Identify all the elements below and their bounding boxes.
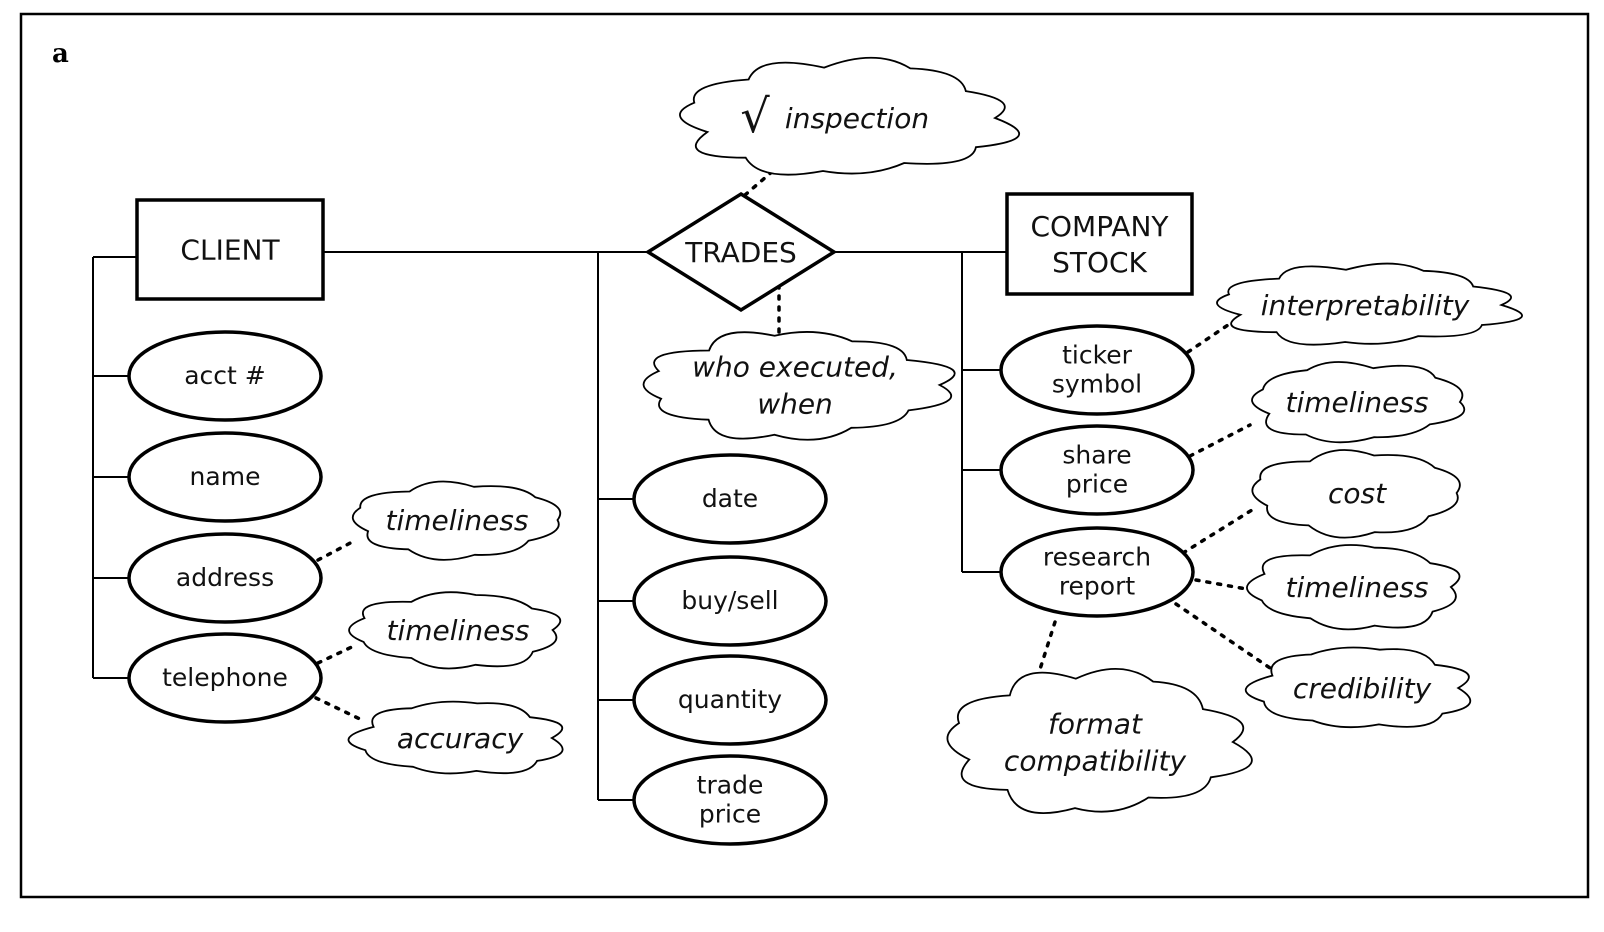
attribute-label: date (702, 484, 758, 513)
entity-client (135, 198, 325, 301)
quality-label: timeliness (387, 614, 530, 647)
entity-label: COMPANY (1030, 210, 1169, 243)
quality-link (1194, 578, 1254, 592)
quality-label: who executed, (692, 351, 898, 384)
relationship-label: TRADES (684, 236, 797, 269)
attribute-label: report (1059, 572, 1136, 601)
attribute-address (127, 532, 323, 624)
entity-label: STOCK (1052, 246, 1147, 279)
quality-label: timeliness (386, 504, 529, 537)
quality-label: format (1048, 708, 1143, 741)
quality-label: inspection (785, 102, 929, 135)
attribute-ticker-symbol (999, 324, 1195, 416)
attribute-label: address (176, 563, 274, 592)
quality-label: credibility (1293, 672, 1432, 705)
quality-cloud-address-timeliness (351, 480, 562, 561)
attribute-trade-price (632, 754, 828, 846)
quality-label: cost (1328, 477, 1387, 510)
quality-cloud-inspection (679, 56, 1020, 176)
quality-cloud-report-credibility (1244, 646, 1472, 729)
attribute-telephone (127, 632, 323, 724)
attribute-name (127, 431, 323, 523)
attribute-label: ticker (1062, 341, 1132, 370)
relationship-trades (644, 191, 838, 313)
attribute-label: buy/sell (681, 586, 778, 615)
quality-cloud-report-cost (1251, 449, 1461, 539)
quality-cloud-telephone-timeliness (348, 591, 562, 670)
quality-label: interpretability (1261, 289, 1470, 322)
attribute-research-report (999, 526, 1195, 618)
figure-frame (19, 12, 1590, 899)
quality-label: compatibility (1004, 745, 1187, 778)
quality-link (316, 538, 358, 562)
entity-company-stock (1005, 192, 1194, 296)
quality-label: timeliness (1286, 386, 1429, 419)
quality-cloud-telephone-accuracy (347, 700, 564, 775)
quality-cloud-ticker-interpretability (1216, 262, 1523, 346)
attribute-share-price (999, 424, 1195, 516)
attribute-label: symbol (1052, 370, 1142, 399)
quality-link (1186, 323, 1230, 354)
panel-label: a (52, 39, 69, 69)
quality-link (1174, 602, 1272, 670)
quality-link (316, 643, 358, 665)
attribute-quantity (632, 654, 828, 746)
quality-label: accuracy (397, 722, 524, 755)
attribute-label: name (190, 462, 261, 491)
attribute-label: research (1043, 543, 1151, 572)
quality-link (314, 696, 364, 722)
attribute-label: share (1062, 441, 1131, 470)
quality-cloud-share-price-timeliness (1251, 361, 1466, 444)
quality-label: timeliness (1286, 571, 1429, 604)
attribute-acct (127, 330, 323, 422)
quality-cloud-report-timeliness (1246, 544, 1461, 631)
attribute-label: price (699, 800, 761, 829)
attribute-label: price (1066, 470, 1128, 499)
quality-link (1188, 423, 1252, 458)
check-mark-icon: √ (740, 89, 770, 143)
quality-label: when (757, 388, 833, 421)
attribute-date (632, 453, 828, 545)
entity-label: CLIENT (180, 234, 280, 267)
attribute-label: quantity (678, 685, 782, 714)
attribute-label: acct # (184, 361, 266, 390)
quality-cloud-who-executed (642, 331, 956, 441)
quality-cloud-report-format (946, 668, 1253, 814)
attribute-label: trade (697, 771, 764, 800)
attribute-buy-sell (632, 555, 828, 647)
attribute-label: telephone (162, 663, 288, 692)
quality-link (1181, 508, 1254, 555)
